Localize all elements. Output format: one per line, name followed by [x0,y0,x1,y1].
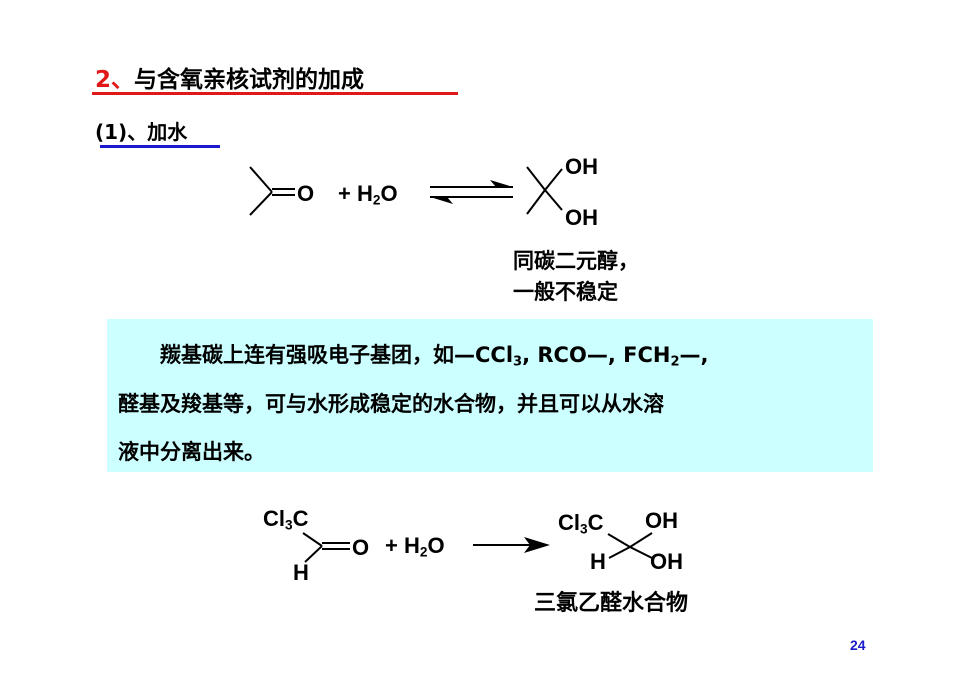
title-underline [92,92,458,95]
reaction2-product-ccl3: Cl3C [558,510,603,536]
reaction2-reactant-ccl3: Cl3C [263,506,308,532]
reaction2-reagent: + H2O [385,533,445,559]
reaction2-product-h: H [590,549,606,574]
page-title: 2、与含氧亲核试剂的加成 [95,60,364,94]
reaction1-product-oh-top: OH [565,154,598,179]
reaction2-reagent-h: H [403,533,420,558]
reaction1-reagent-h: H [356,181,373,206]
note-line-1: 羰基碳上连有强吸电子基团，如—CCl3, RCO—, FCH2—, [160,339,708,369]
note-line-1-c: —, [679,343,709,367]
reaction1-note-line1: 同碳二元醇， [513,249,639,273]
reaction1-product-oh-bottom: OH [565,205,598,230]
reaction2-product-oh-bottom: OH [650,549,683,574]
reaction2-reagent-o: O [427,533,445,558]
reaction1-reactant-oxygen: O [297,181,315,206]
section-subtitle: (1)、加水 [95,120,188,144]
note-line-3: 液中分离出来。 [118,440,265,464]
reaction2-plus: + [385,533,398,558]
reaction2-product-c: C [587,510,604,535]
reaction2-reactant-cl: Cl [263,506,285,531]
reaction1-reagent: + H2O [338,181,398,207]
reaction2-product-oh-top: OH [645,508,678,533]
reaction2-reactant-sub: 3 [285,517,293,533]
note-line-1-sub2: 2 [670,354,680,370]
note-line-1-b: , RCO—, FCH [522,343,671,367]
reaction2-reagent-sub: 2 [419,544,428,560]
reaction1-reagent-sub: 2 [372,192,381,208]
reaction1-plus: + [338,181,351,206]
note-line-1-sub1: 3 [513,354,523,370]
subtitle-underline [100,145,220,148]
reaction2-product-cl: Cl [558,510,580,535]
reaction1-note-line2: 一般不稳定 [513,280,618,304]
title-number: 2、 [95,67,135,93]
reaction2-reactant-h: H [293,560,309,585]
page-number: 24 [850,637,866,653]
reaction2-reactant-oxygen: O [352,535,370,560]
reaction1-reagent-o: O [380,181,398,206]
title-text: 与含氧亲核试剂的加成 [134,67,365,93]
reaction2-product-name: 三氯乙醛水合物 [534,591,689,616]
reaction2-reactant-c: C [292,506,309,531]
note-line-2: 醛基及羧基等，可与水形成稳定的水合物，并且可以从水溶 [118,392,664,416]
reaction2-product-sub: 3 [580,521,588,537]
note-box: 羰基碳上连有强吸电子基团，如—CCl3, RCO—, FCH2—, 醛基及羧基等… [107,319,873,472]
note-line-1-a: 羰基碳上连有强吸电子基团，如—CCl [160,343,514,367]
